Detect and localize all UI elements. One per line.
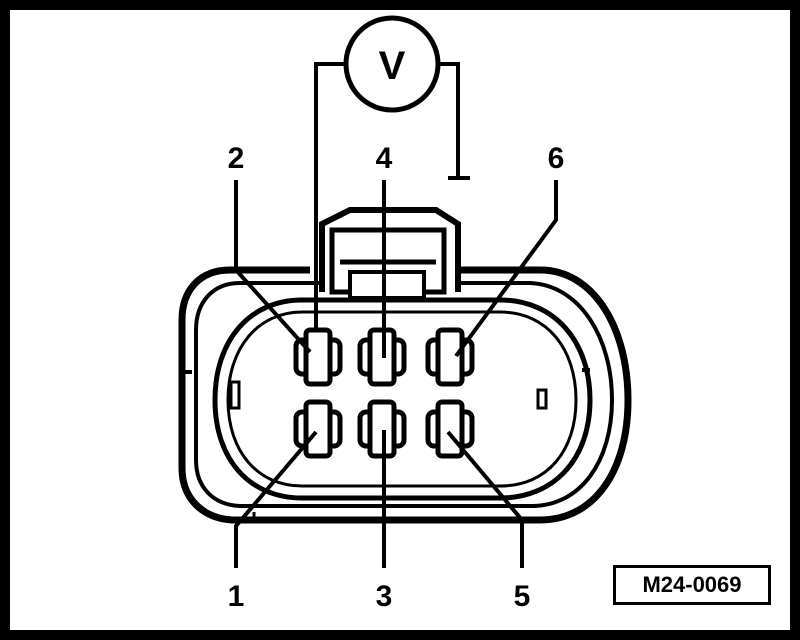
leader-line-5: [446, 430, 524, 568]
connector-latch: [319, 207, 461, 300]
housing-inner-rim: [194, 281, 615, 508]
terminal-5: [425, 399, 475, 459]
pin-label-2: 2: [228, 142, 245, 175]
leader-line-1: [234, 430, 318, 568]
pin-cavity-inner: [226, 310, 578, 488]
voltmeter-circuit: [314, 62, 470, 345]
housing-outer-shell: [178, 266, 632, 524]
pin-cavity: [212, 297, 593, 501]
housing-left-nub: [229, 380, 241, 410]
pin-labels: 2 4 6 1 3 5: [228, 142, 565, 613]
voltmeter-left-lead: [314, 62, 347, 345]
terminal-1: [293, 399, 343, 459]
leader-lines: [234, 180, 558, 568]
voltmeter-label: V: [379, 44, 406, 88]
voltmeter-symbol: V: [343, 15, 441, 113]
leader-line-2: [234, 180, 312, 354]
pin-label-6: 6: [548, 142, 565, 175]
pin-label-3: 3: [376, 580, 393, 613]
leader-line-6: [454, 180, 558, 358]
pin-label-4: 4: [376, 142, 393, 175]
connector-housing: [178, 266, 632, 524]
pin-terminals: [293, 327, 475, 459]
voltmeter-right-lead: [437, 62, 460, 176]
housing-right-nub: [536, 388, 548, 410]
terminal-6: [425, 327, 475, 387]
pin-label-5: 5: [514, 580, 531, 613]
pin-label-1: 1: [228, 580, 245, 613]
figure-reference-code: M24-0069: [613, 565, 771, 605]
terminal-2: [293, 327, 343, 387]
